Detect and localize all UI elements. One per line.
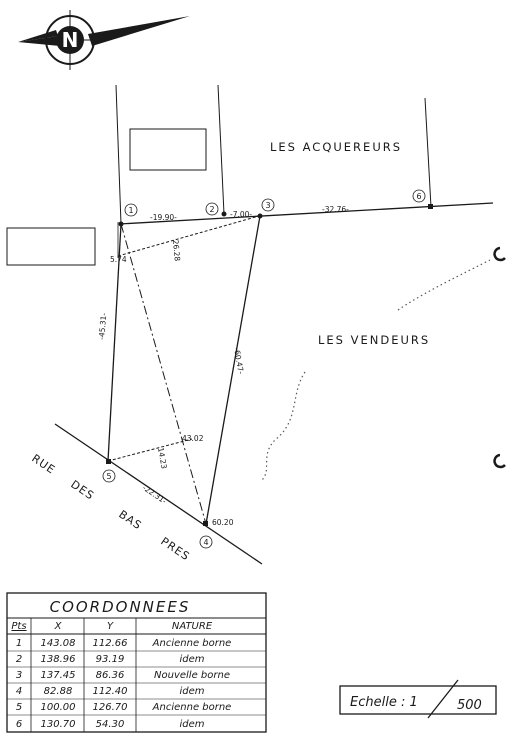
cell-pt: 6	[16, 719, 22, 730]
cell-pt: 5	[16, 702, 22, 713]
zone-label-buyers: LES ACQUEREURS	[270, 140, 402, 154]
dim-offset-top: 5.74	[110, 255, 127, 264]
north-arrow-icon: N	[18, 10, 190, 70]
dotted-boundary-curves	[261, 246, 506, 481]
table-row: 3 137.45 86.36 Nouvelle borne	[16, 670, 230, 681]
property-lines	[54, 84, 494, 565]
coordinates-table: COORDONNEES Pts X Y NATURE 1 143.08 112.…	[6, 592, 267, 733]
scale-label: Echelle : 1	[350, 695, 418, 710]
zone-label-sellers: LES VENDEURS	[318, 333, 430, 347]
dim-mid: 43.02	[182, 434, 204, 443]
road-word-2: DES	[68, 478, 96, 503]
road-word-3: BAS	[116, 508, 144, 533]
table-row: 5 100.00 126.70 Ancienne borne	[16, 702, 232, 713]
cell-y: 54.30	[96, 719, 125, 730]
cell-y: 112.40	[93, 686, 128, 697]
point-6-label: 6	[416, 192, 421, 201]
header-x: X	[54, 621, 63, 632]
point-3-label: 3	[265, 201, 270, 210]
dim-near-4: 60.20	[212, 518, 234, 527]
point-4-marker	[203, 521, 208, 526]
dim-1-3: 26.28	[171, 239, 182, 261]
cell-pt: 4	[16, 686, 22, 697]
point-2-marker	[221, 211, 227, 217]
point-3-marker	[257, 213, 263, 219]
cell-x: 138.96	[41, 654, 76, 665]
cell-nature: idem	[179, 686, 204, 697]
dim-perp: 14.23	[156, 447, 169, 470]
dim-5-4: -22.31-	[141, 483, 169, 506]
cell-nature: idem	[179, 719, 204, 730]
road-word-1: RUE	[29, 452, 58, 477]
masked-label-box	[6, 227, 96, 266]
road-word-4: PRES	[158, 535, 192, 564]
point-1-marker	[118, 221, 124, 227]
table-row: 2 138.96 93.19 idem	[16, 654, 205, 665]
cell-nature: Nouvelle borne	[154, 670, 230, 681]
cell-x: 130.70	[41, 719, 76, 730]
cell-nature: idem	[179, 654, 204, 665]
point-1-label: 1	[128, 206, 133, 215]
cell-x: 100.00	[41, 702, 76, 713]
point-4-label: 4	[203, 538, 208, 547]
survey-points: 1 2 3 4 5 6	[102, 189, 433, 549]
cell-y: 112.66	[93, 638, 128, 649]
scale-box: Echelle : 1 500	[339, 679, 497, 719]
table-row: 1 143.08 112.66 Ancienne borne	[16, 638, 232, 649]
cell-pt: 1	[16, 638, 22, 649]
dim-2-3: -7.00-	[230, 210, 252, 219]
cell-x: 82.88	[44, 686, 73, 697]
point-5-marker	[106, 459, 111, 464]
dim-3-6: -32.76-	[322, 205, 349, 214]
north-letter: N	[62, 28, 79, 52]
cell-y: 86.36	[96, 670, 125, 681]
coordinates-title: COORDONNEES	[50, 598, 191, 616]
point-5-label: 5	[106, 472, 111, 481]
dim-1-2: -19.90-	[150, 213, 177, 222]
cell-nature: Ancienne borne	[152, 638, 232, 649]
cell-pt: 3	[16, 670, 22, 681]
point-2-label: 2	[209, 205, 214, 214]
road-name: RUE DES BAS PRES	[29, 452, 192, 564]
table-row: 6 130.70 54.30 idem	[16, 719, 205, 730]
header-nature: NATURE	[172, 621, 213, 632]
header-y: Y	[107, 621, 114, 632]
scale-denominator: 500	[457, 698, 482, 713]
table-row: 4 82.88 112.40 idem	[16, 686, 205, 697]
cell-y: 126.70	[93, 702, 128, 713]
cell-x: 137.45	[41, 670, 76, 681]
cell-x: 143.08	[41, 638, 76, 649]
dim-1-5: -45.31-	[97, 312, 108, 340]
masked-label-box	[129, 128, 207, 171]
cell-y: 93.19	[96, 654, 125, 665]
cell-pt: 2	[16, 654, 22, 665]
cell-nature: Ancienne borne	[152, 702, 232, 713]
header-pts: Pts	[11, 621, 26, 632]
point-6-marker	[428, 204, 433, 209]
